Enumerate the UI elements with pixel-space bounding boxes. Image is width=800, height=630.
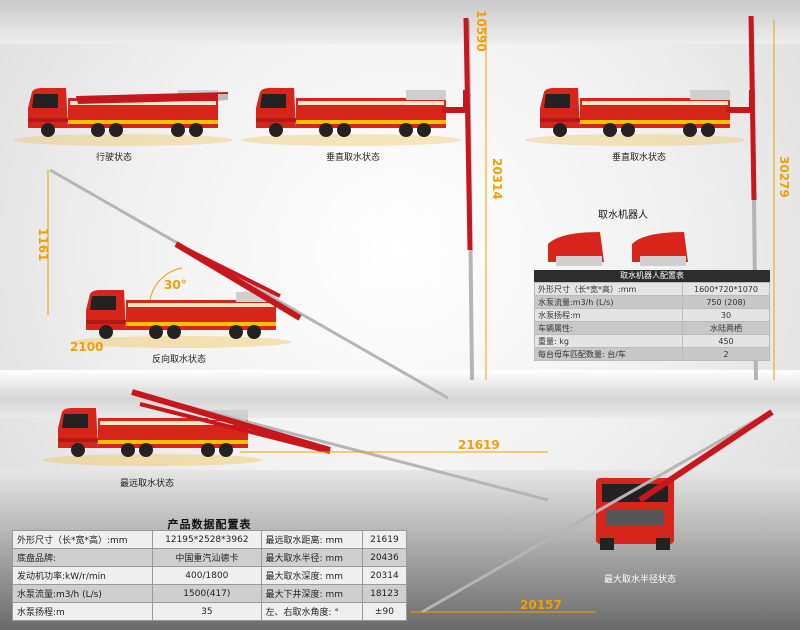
product-table-title: 产品数据配置表 [167, 518, 252, 531]
robot-row-value: 750 (208) [682, 295, 770, 309]
product-value: 400/1800 [152, 566, 262, 585]
product-value: 中国重汽汕德卡 [152, 548, 262, 567]
caption-reverse-state: 反向取水状态 [152, 355, 207, 365]
truck-vertical-state-2 [525, 88, 755, 146]
product-value: 18123 [361, 584, 408, 603]
product-key: 最大下井深度: mm [260, 584, 363, 603]
caption-travel-state: 行驶状态 [96, 153, 133, 163]
dimension-10590: 10590 [474, 10, 488, 52]
product-value: ±90 [361, 602, 408, 621]
top-background-band [0, 0, 800, 44]
product-key: 外形尺寸（长*宽*高）:mm [11, 530, 154, 549]
truck-travel-state [13, 88, 233, 146]
product-key: 发动机功率:kW/r/min [11, 566, 154, 585]
robot-title: 取水机器人 [598, 210, 648, 221]
table-row: 车辆属性:水陆两栖 [534, 321, 770, 335]
dimension-20157: 20157 [520, 598, 562, 612]
truck-farthest-state [43, 408, 263, 466]
robot-row-label: 水泵扬程:m [534, 308, 683, 322]
product-value: 20436 [361, 548, 408, 567]
product-key: 水泵扬程:m [11, 602, 154, 621]
robot-row-label: 车辆属性: [534, 321, 683, 335]
product-key: 最远取水距离: mm [260, 530, 363, 549]
truck-reverse-state [71, 290, 291, 348]
product-value: 21619 [361, 530, 408, 549]
robot-images [548, 232, 688, 266]
robot-row-label: 外形尺寸（长*宽*高）:mm [534, 282, 683, 296]
dimension-2100: 2100 [70, 340, 104, 354]
product-value: 1500(417) [152, 584, 262, 603]
product-value: 12195*2528*3962 [152, 530, 262, 549]
robot-row-value: 2 [682, 347, 770, 361]
robot-table-title: 取水机器人配置表 [534, 270, 770, 282]
product-key: 水泵流量:m3/h (L/s) [11, 584, 154, 603]
robot-row-value: 30 [682, 308, 770, 322]
product-key: 底盘品牌: [11, 548, 154, 567]
dimension-1161: 1161 [36, 228, 50, 262]
dimension-20314: 20314 [490, 158, 504, 200]
dimension-angle: 30° [164, 278, 187, 292]
robot-row-label: 每台母车匹配数量: 台/车 [534, 347, 683, 361]
product-value: 35 [152, 602, 262, 621]
product-key: 最大取水半径: mm [260, 548, 363, 567]
product-value: 20314 [361, 566, 408, 585]
robot-row-label: 重量: kg [534, 334, 683, 348]
dimension-30279: 30279 [777, 156, 791, 198]
table-row: 水泵流量:m3/h (L/s)750 (208) [534, 295, 770, 309]
robot-row-value: 1600*720*1070 [682, 282, 770, 296]
truck-vertical-state-1 [241, 88, 469, 146]
caption-vertical-state-1: 垂直取水状态 [326, 153, 381, 163]
robot-row-label: 水泵流量:m3/h (L/s) [534, 295, 683, 309]
caption-vertical-state-2: 垂直取水状态 [612, 153, 667, 163]
caption-max-radius-state: 最大取水半径状态 [604, 575, 677, 585]
product-key: 左、右取水角度: ° [260, 602, 363, 621]
robot-row-value: 450 [682, 334, 770, 348]
product-key: 最大取水深度: mm [260, 566, 363, 585]
dimension-21619: 21619 [458, 438, 500, 452]
robot-row-value: 水陆两栖 [682, 321, 770, 335]
caption-farthest-state: 最远取水状态 [120, 479, 175, 489]
